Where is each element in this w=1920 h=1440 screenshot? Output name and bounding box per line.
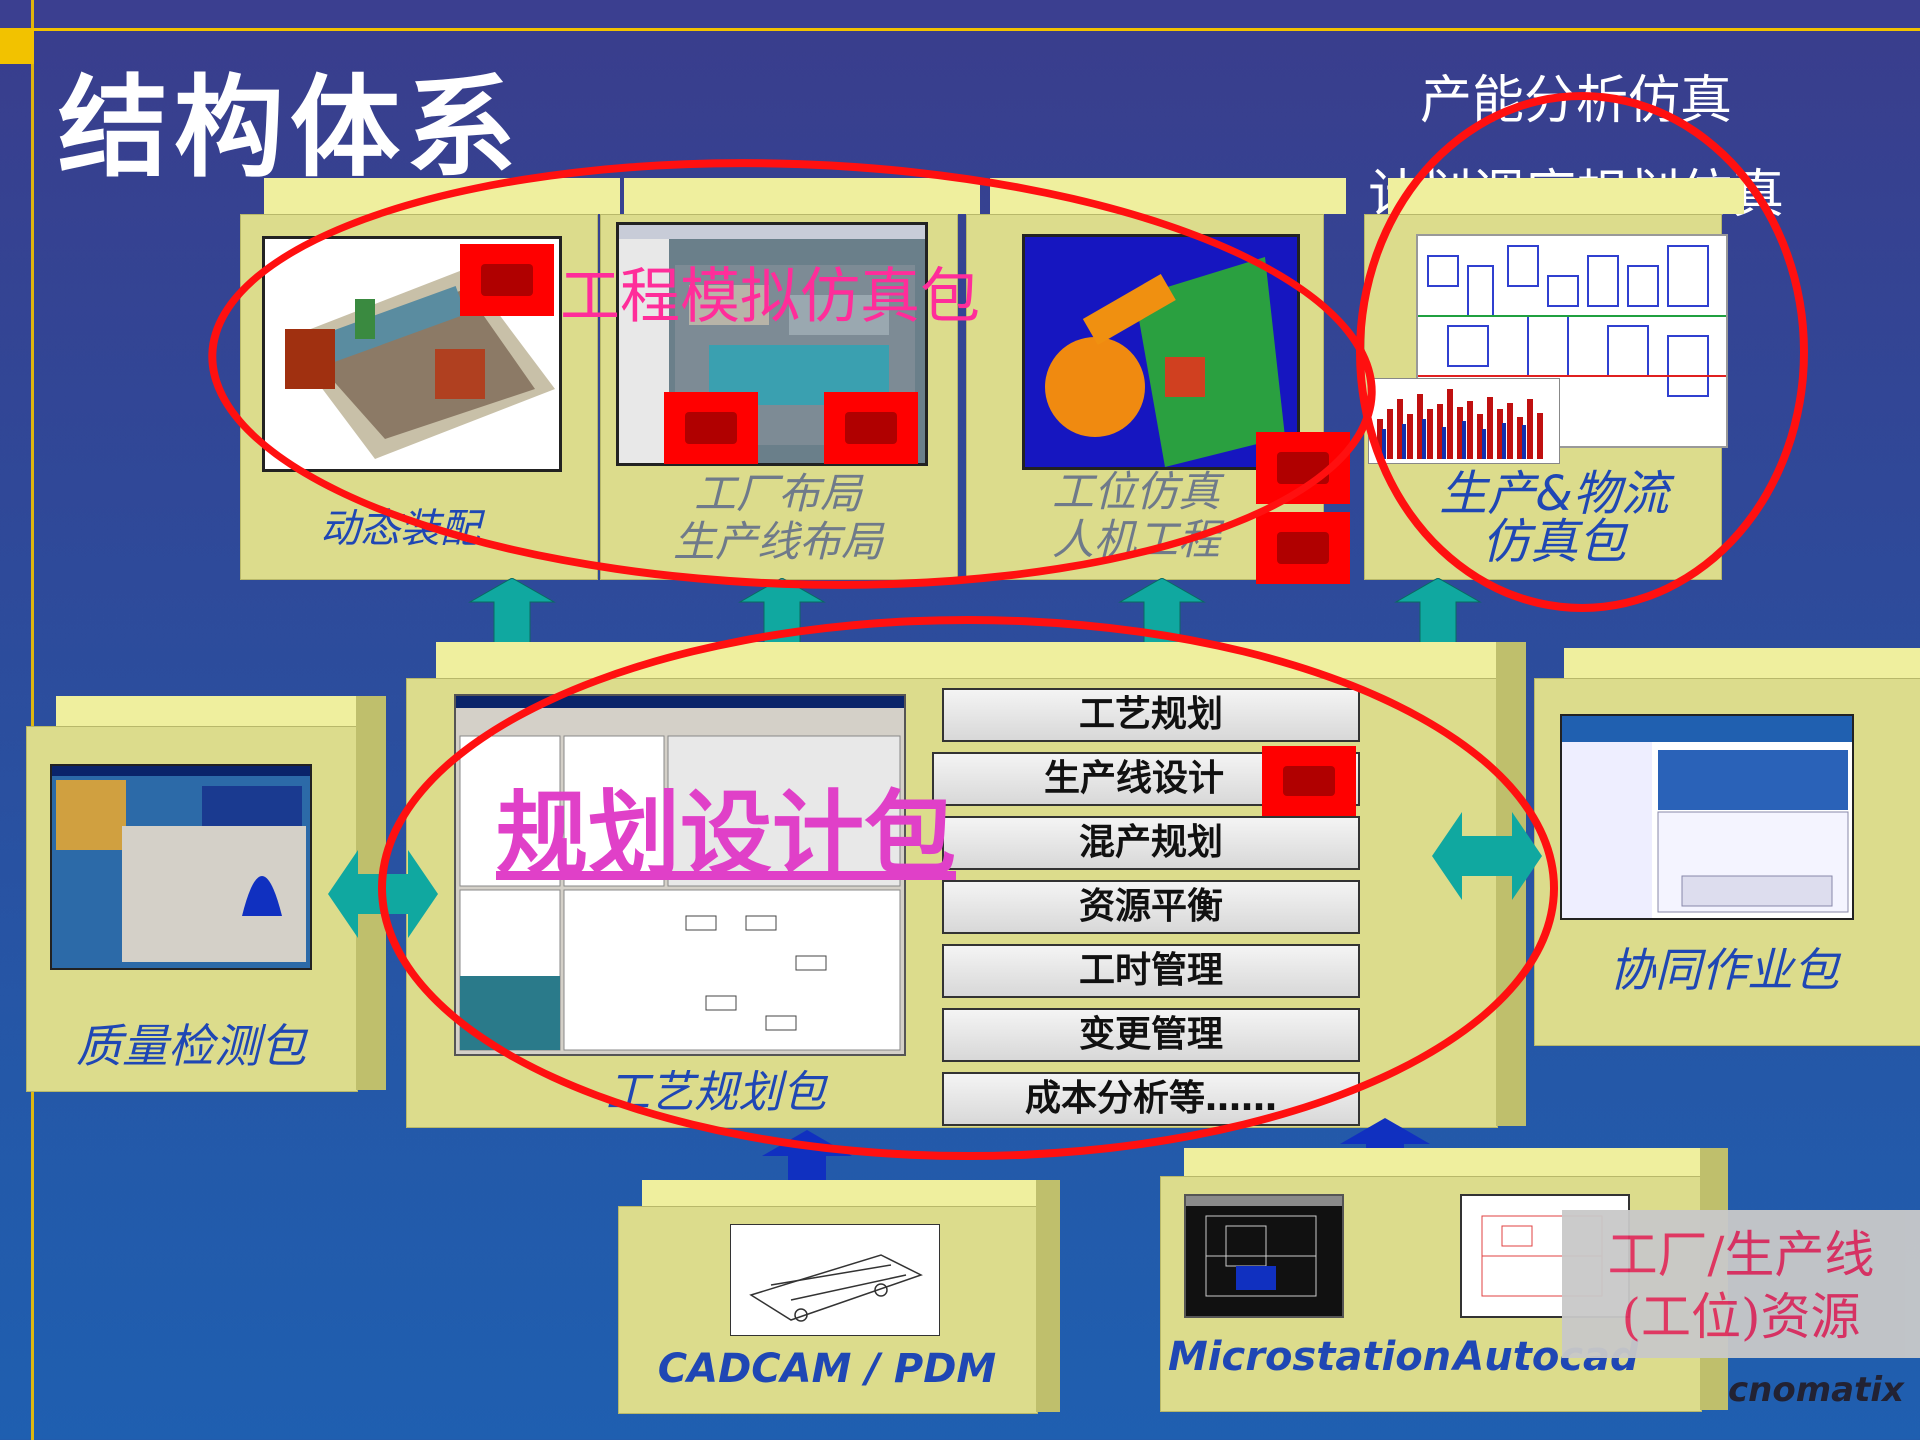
corner-block xyxy=(0,28,34,64)
planning-design-outline xyxy=(378,616,1558,1160)
box-dynamic-assembly: 动态装配 xyxy=(240,178,620,580)
top-rule xyxy=(0,28,1920,31)
dynamic-assembly-label: 动态装配 xyxy=(320,506,480,552)
microstation-screenshot xyxy=(1184,1194,1344,1318)
factory-layout-line2: 生产线布局 xyxy=(672,517,883,567)
page-title: 结构体系 xyxy=(58,64,522,192)
station-sim-screenshot xyxy=(1022,234,1300,470)
cadcam-screenshot xyxy=(730,1224,940,1336)
box-quality: 质量检测包 xyxy=(26,696,386,1092)
factory-layout-line1: 工厂布局 xyxy=(693,469,862,518)
station-sim-label: 工位仿真 人机工程 xyxy=(1016,467,1256,565)
video-icon[interactable] xyxy=(460,244,554,316)
collaboration-label: 协同作业包 xyxy=(1609,943,1839,997)
quality-label: 质量检测包 xyxy=(76,1019,306,1073)
video-icon[interactable] xyxy=(824,392,918,464)
box-station-sim: 工位仿真 人机工程 xyxy=(966,178,1346,580)
engineering-pkg-label: 工程模拟仿真包 xyxy=(560,262,980,332)
resource-label-box: 工厂/生产线 (工位)资源 xyxy=(1562,1210,1920,1358)
station-sim-line2: 人机工程 xyxy=(1051,515,1220,565)
video-icon[interactable] xyxy=(664,392,758,464)
logistics-sim-outline xyxy=(1356,92,1808,612)
left-rule xyxy=(31,0,34,1440)
factory-layout-label: 工厂布局 生产线布局 xyxy=(600,469,956,567)
box-cadcam: CADCAM / PDM xyxy=(618,1180,1060,1414)
video-icon[interactable] xyxy=(1256,512,1350,584)
resource-line2: (工位)资源 xyxy=(1621,1288,1861,1346)
microstation-label: Microstation xyxy=(1168,1334,1452,1380)
cadcam-label: CADCAM / PDM xyxy=(657,1346,997,1392)
top-bar xyxy=(0,0,1920,28)
station-sim-line1: 工位仿真 xyxy=(1051,467,1220,516)
resource-line1: 工厂/生产线 xyxy=(1607,1226,1875,1284)
assembly-screenshot xyxy=(262,236,562,472)
box-collaboration: 协同作业包 xyxy=(1534,648,1920,1046)
planning-pkg-label: 规划设计包 xyxy=(496,781,957,888)
collaboration-screenshot xyxy=(1560,714,1854,920)
tecnomatix-logo: cnomatix xyxy=(1728,1370,1904,1410)
quality-screenshot xyxy=(50,764,312,970)
video-icon[interactable] xyxy=(1256,432,1350,504)
